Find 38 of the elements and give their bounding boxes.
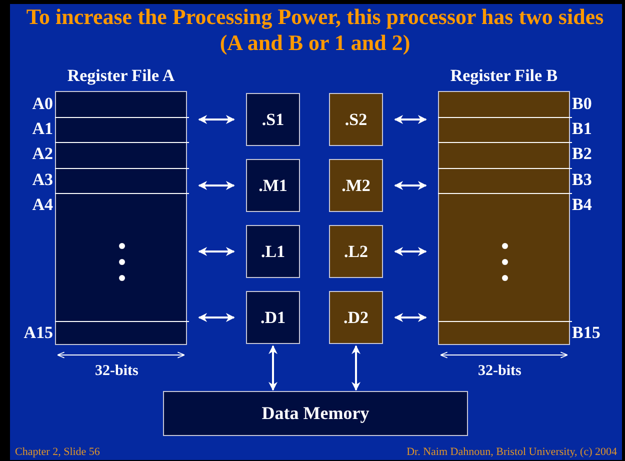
double-arrow: [198, 313, 235, 322]
functional-unit-box: .S2: [329, 93, 383, 146]
footer-text: Chapter 2, Slide 56: [15, 445, 100, 460]
double-arrow: [198, 247, 235, 256]
double-arrow: [352, 345, 360, 391]
double-arrow: [394, 313, 427, 322]
functional-unit-box: .M1: [246, 159, 300, 212]
dimension-label: 32-bits: [478, 362, 522, 381]
double-arrow: [394, 115, 427, 124]
double-arrow: [394, 247, 427, 256]
register-file-heading: Register File B: [449, 65, 559, 87]
register-file-heading: Register File A: [66, 65, 176, 87]
double-arrow: [198, 115, 235, 124]
double-arrow: [394, 181, 427, 190]
dimension-label: 32-bits: [95, 362, 138, 381]
functional-unit-box: .L2: [329, 225, 383, 278]
register-name: B1: [572, 120, 592, 136]
functional-unit-box: .S1: [246, 93, 300, 146]
register-name: A15: [24, 324, 53, 340]
register-name: B2: [572, 145, 592, 162]
register-name: A4: [32, 196, 53, 213]
register-name: A0: [32, 94, 53, 112]
register-name: A2: [32, 145, 53, 162]
register-name: A3: [32, 170, 53, 188]
memory-box: Data Memory: [163, 391, 468, 436]
register-name: B4: [572, 196, 592, 213]
functional-unit-box: .D2: [329, 291, 383, 344]
register-name: A1: [32, 120, 53, 136]
double-arrow: [268, 345, 278, 391]
double-arrow: [198, 181, 235, 190]
register-name: B15: [572, 324, 600, 340]
register-name: B0: [572, 94, 592, 112]
slide-title: To increase the Processing Power, this processor has two sides (A and B or 1 and 2): [25, 4, 605, 56]
footer-text: Dr. Naim Dahnoun, Bristol University, (c) 2004: [406, 445, 617, 460]
functional-unit-box: .M2: [329, 159, 383, 212]
register-name: B3: [572, 170, 592, 188]
functional-unit-box: .L1: [246, 225, 300, 278]
functional-unit-box: .D1: [246, 291, 300, 344]
